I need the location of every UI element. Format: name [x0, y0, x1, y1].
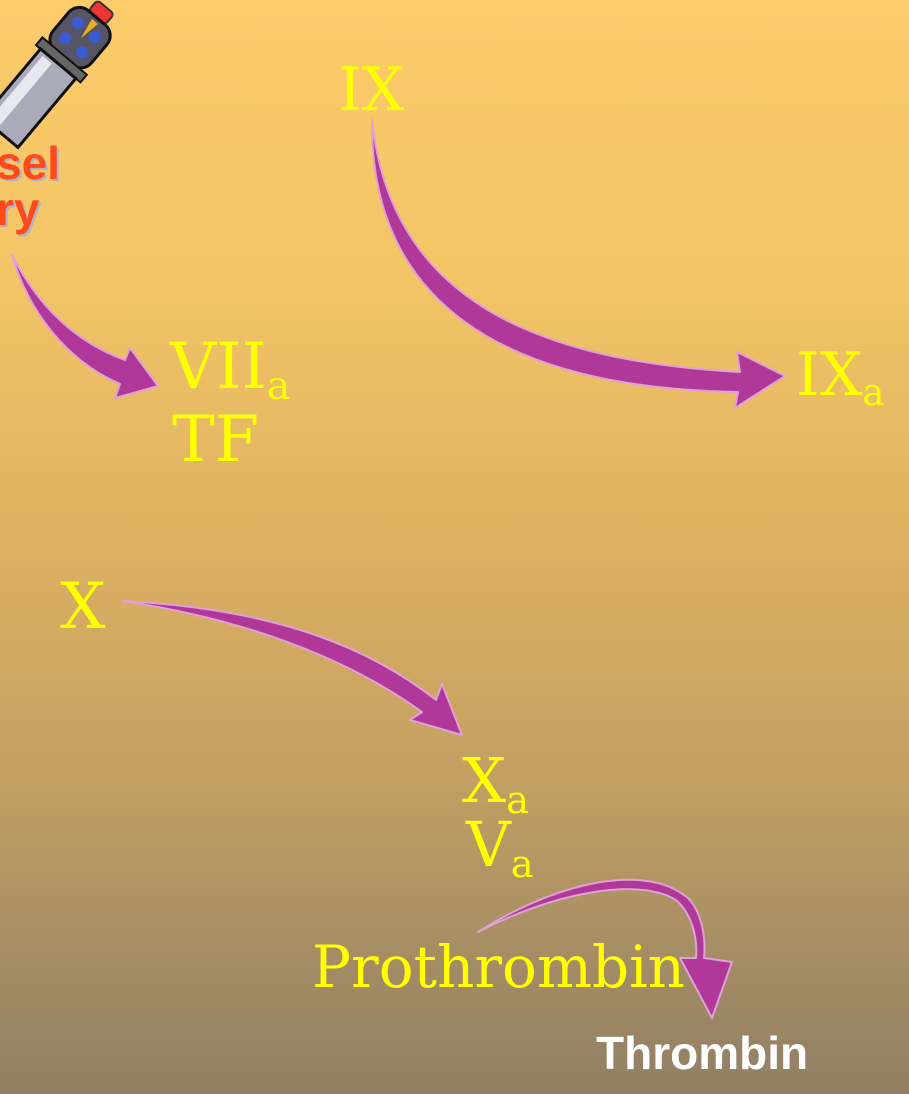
factor-viia-subscript: a	[266, 363, 291, 410]
factor-ixa-label: IXa	[796, 345, 885, 411]
factor-ixa-base: IX	[796, 340, 863, 410]
prothrombin-label: Prothrombin	[312, 933, 686, 1001]
factor-x-label: X	[60, 570, 106, 644]
thrombin-label: Thrombin	[596, 1027, 809, 1079]
factor-viia-base: VII	[170, 330, 267, 404]
vessel-label-line1: sel	[0, 137, 60, 189]
factor-ixa-subscript: a	[862, 370, 885, 415]
factor-xa-subscript: a	[506, 777, 530, 823]
arrow-x-to-xa	[121, 600, 463, 736]
factor-va-base: V	[466, 808, 511, 881]
factor-xa-base: X	[462, 744, 507, 817]
factor-va-subscript: a	[510, 841, 534, 887]
factor-va-label: Va	[466, 814, 534, 884]
arrow-injury-to-viia	[11, 254, 159, 399]
syringe-icon	[0, 0, 114, 150]
factor-viia-label: VIIa	[170, 335, 290, 406]
tissue-factor-label: TF	[172, 403, 260, 477]
vessel-label-line2: ry	[0, 183, 40, 235]
factor-xa-label: Xa	[462, 750, 529, 820]
arrow-ix-to-ixa	[370, 119, 786, 409]
arrow-prothrombin-to-thrombin	[477, 878, 733, 1019]
factor-ix-label: IX	[338, 55, 405, 125]
